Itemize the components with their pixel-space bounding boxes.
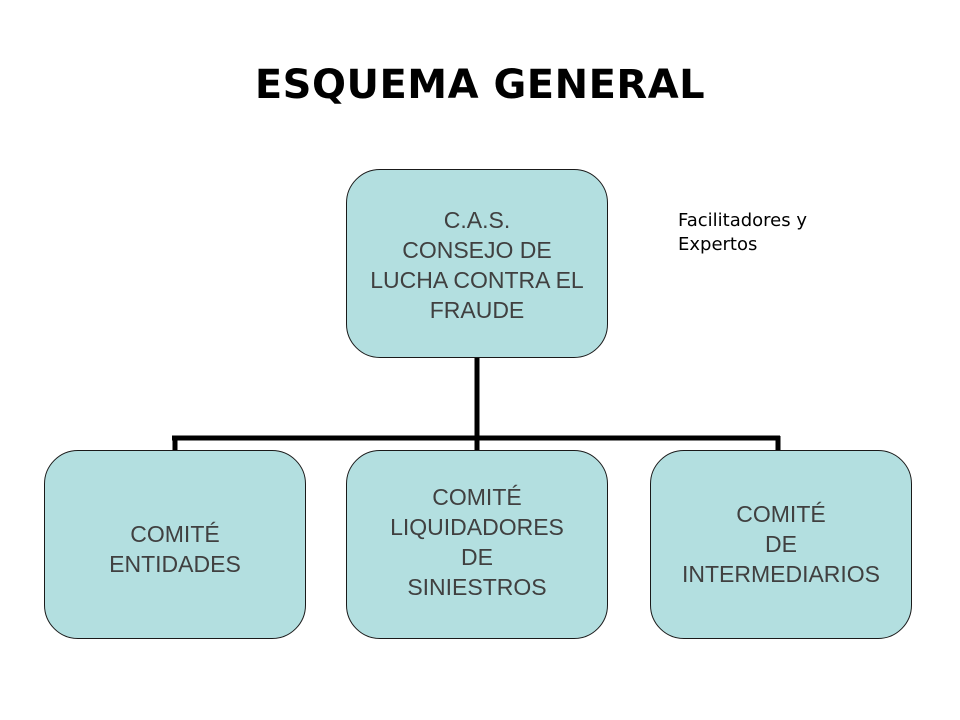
node-consejo-lucha-fraude: C.A.S. CONSEJO DE LUCHA CONTRA EL FRAUDE — [346, 169, 608, 358]
node-comite-intermediarios: COMITÉ DE INTERMEDIARIOS — [650, 450, 912, 639]
facilitators-note-line: Facilitadores y — [678, 210, 807, 231]
node-label-line: DE — [765, 530, 797, 557]
node-label-line: INTERMEDIARIOS — [681, 560, 881, 587]
node-label-line: COMITÉ — [130, 520, 220, 547]
facilitators-note-line: Expertos — [678, 234, 758, 255]
node-label-line: SINIESTROS — [407, 573, 547, 600]
node-label-line: LUCHA CONTRA EL — [370, 266, 584, 293]
node-label-line: COMITÉ — [736, 500, 826, 527]
node-label-line: FRAUDE — [429, 296, 525, 323]
node-label-line: DE — [461, 543, 493, 570]
node-label-line: COMITÉ — [432, 483, 522, 510]
node-label-line: CONSEJO DE — [402, 236, 552, 263]
node-label-line: C.A.S. — [443, 206, 511, 233]
node-comite-entidades: COMITÉ ENTIDADES — [44, 450, 306, 639]
facilitators-note: Facilitadores y Expertos — [678, 209, 878, 257]
page-title: ESQUEMA GENERAL — [254, 62, 706, 108]
node-label-line: ENTIDADES — [109, 550, 241, 577]
node-label-line: LIQUIDADORES — [390, 513, 564, 540]
node-comite-liquidadores-siniestros: COMITÉ LIQUIDADORES DE SINIESTROS — [346, 450, 608, 639]
